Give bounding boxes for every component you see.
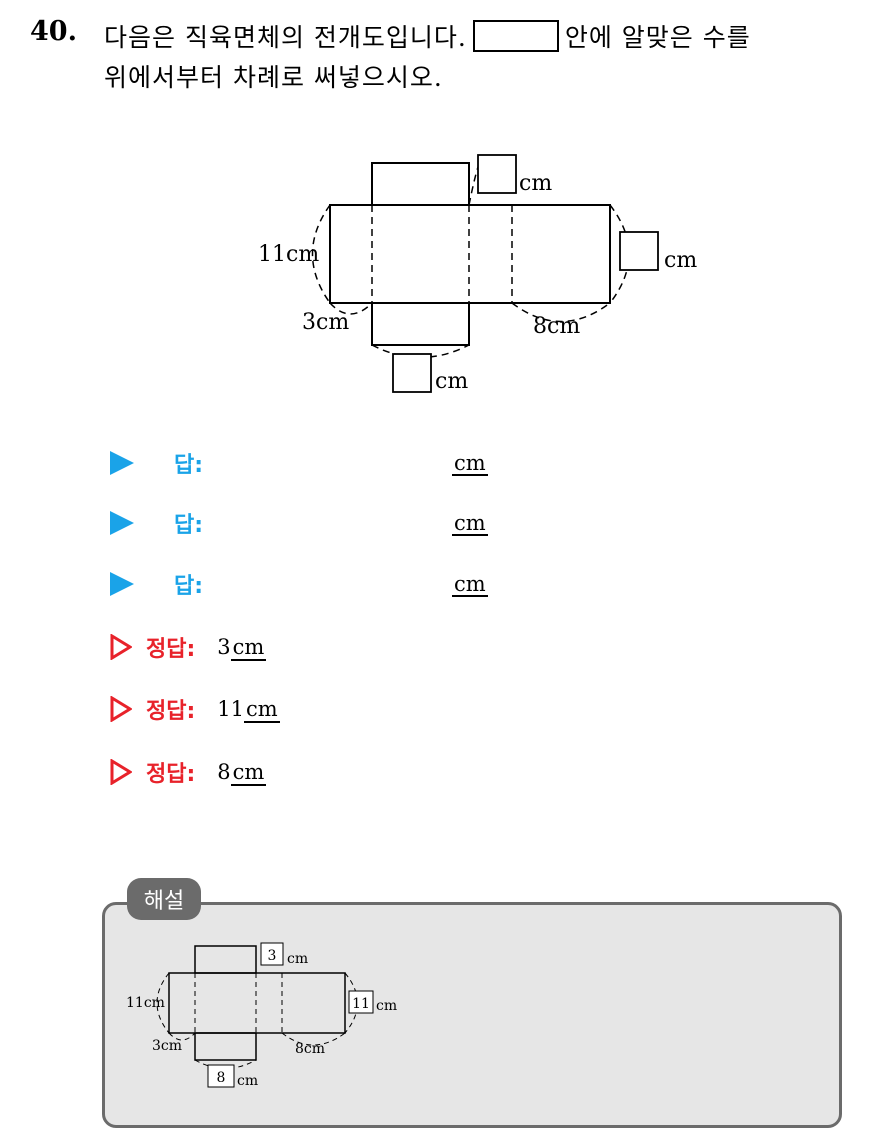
correct-row-3: 정답: 8cm [110, 755, 267, 789]
question-text-part1: 다음은 직육면체의 전개도입니다. [104, 23, 467, 52]
explanation-net-figure: 3 cm 11 cm 8 cm 11cm 3cm 8cm [126, 942, 397, 1089]
left-height-label: 11cm [258, 242, 319, 267]
correct-row-2: 정답: 11cm [110, 692, 280, 726]
cuboid-net-figure: cm cm cm 11cm 3cm 8cm [258, 154, 697, 394]
play-triangle-icon [110, 572, 134, 596]
explanation-box-bottom-value: 8 [217, 1070, 226, 1086]
explanation-box-bottom [207, 1064, 235, 1088]
question-number: 40. [30, 16, 77, 47]
play-triangle-icon [110, 451, 134, 475]
answer-row-3: 답: [110, 567, 203, 601]
answer-box-symbol [472, 20, 559, 52]
right-unit-label: cm [664, 248, 697, 273]
correct-row-1: 정답: 3cm [110, 630, 267, 664]
blank-box-top [477, 154, 517, 194]
explanation-right-unit: cm [376, 998, 397, 1014]
blank-box-bottom [392, 353, 432, 393]
correct-value-2: 11cm [217, 697, 280, 723]
answer-row-2: 답: [110, 506, 203, 540]
explanation-left-height: 11cm [126, 995, 165, 1011]
bottom-unit-label: cm [435, 369, 468, 394]
correct-label: 정답: [146, 699, 196, 724]
answer-input-1[interactable]: cm [452, 451, 488, 476]
explanation-top-unit: cm [287, 951, 308, 967]
explanation-panel [102, 902, 842, 1128]
top-unit-label: cm [519, 171, 552, 196]
explanation-box-top [260, 942, 284, 966]
question-line-1: 다음은 직육면체의 전개도입니다. 안에 알맞은 수를 [104, 18, 751, 54]
answer-row-1: 답: [110, 446, 203, 480]
outline-triangle-icon [110, 696, 132, 722]
explanation-bottom-left: 3cm [152, 1038, 182, 1054]
outline-triangle-icon [110, 759, 132, 785]
explanation-box-top-value: 3 [268, 948, 277, 964]
explanation-box-right [348, 990, 374, 1014]
outline-triangle-icon [110, 634, 132, 660]
explanation-box-right-value: 11 [352, 996, 370, 1012]
explanation-bottom-unit: cm [237, 1073, 258, 1089]
play-triangle-icon [110, 511, 134, 535]
answer-label: 답: [174, 513, 204, 538]
answer-input-3[interactable]: cm [452, 572, 488, 597]
answer-label: 답: [174, 574, 204, 599]
explanation-tag: 해설 [127, 878, 201, 920]
answer-label: 답: [174, 453, 204, 478]
bottom-left-label: 3cm [302, 310, 349, 335]
net-top-flap [371, 162, 470, 206]
explanation-bottom-right: 8cm [295, 1041, 325, 1057]
question-line-2: 위에서부터 차례로 써넣으시오. [104, 63, 443, 92]
answer-input-2[interactable]: cm [452, 511, 488, 536]
correct-value-1: 3cm [217, 635, 267, 661]
net-bottom-flap [371, 302, 470, 346]
bottom-right-label: 8cm [533, 314, 580, 339]
correct-value-3: 8cm [217, 760, 267, 786]
correct-label: 정답: [146, 762, 196, 787]
question-text-part2: 안에 알맞은 수를 [564, 23, 751, 52]
blank-box-right [619, 231, 659, 271]
correct-label: 정답: [146, 637, 196, 662]
